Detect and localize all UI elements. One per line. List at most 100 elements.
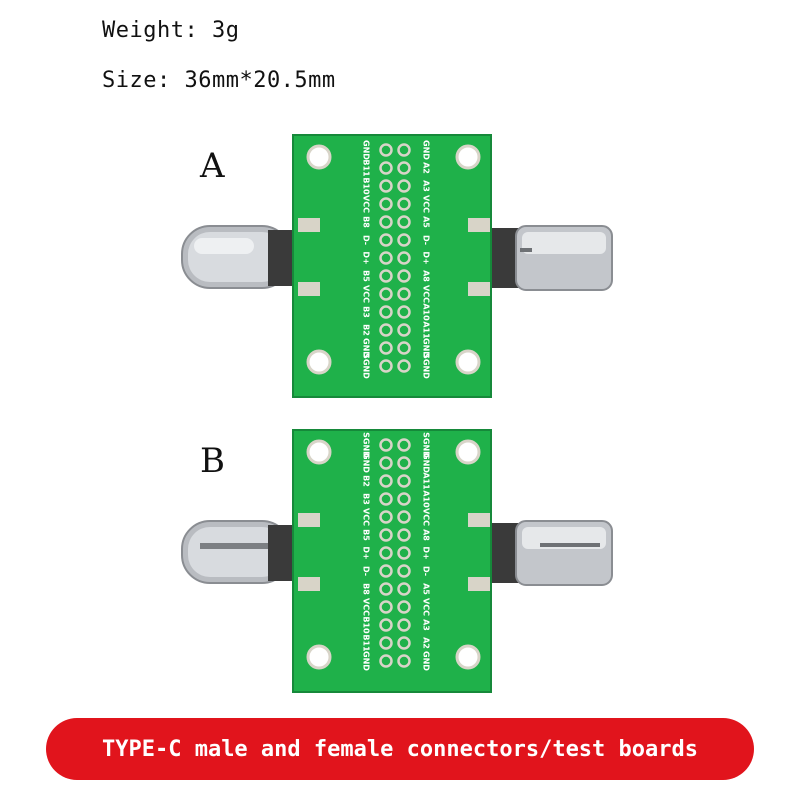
- pin-label: D-: [362, 235, 371, 245]
- solder-pad: [379, 654, 393, 668]
- pin-label: B10: [362, 616, 371, 634]
- female-usb-c-connector: [181, 520, 304, 584]
- solder-pad: [397, 269, 411, 283]
- solder-pad: [379, 546, 393, 560]
- pcb-board: [292, 429, 492, 693]
- size-spec: Size: 36mm*20.5mm: [102, 68, 336, 93]
- pin-label: A11: [422, 321, 431, 339]
- pin-label: SGND: [422, 353, 431, 379]
- solder-pad: [397, 474, 411, 488]
- solder-pad: [379, 233, 393, 247]
- solder-pad: [379, 636, 393, 650]
- solder-pad: [379, 251, 393, 265]
- pin-label: VCC: [422, 195, 431, 213]
- solder-pad: [379, 305, 393, 319]
- pin-label: A2: [422, 162, 431, 174]
- pin-label: VCC: [362, 508, 371, 526]
- pin-label: A10: [422, 490, 431, 508]
- solder-pad: [379, 287, 393, 301]
- pin-label: A10: [422, 303, 431, 321]
- solder-pad: [397, 287, 411, 301]
- pin-label: A5: [422, 583, 431, 595]
- pin-label: B3: [362, 493, 371, 505]
- pin-label: D-: [362, 566, 371, 576]
- solder-pad: [379, 582, 393, 596]
- solder-pad: [379, 323, 393, 337]
- solder-pad: [379, 143, 393, 157]
- pin-label: GND: [362, 140, 371, 160]
- solder-pad: [379, 161, 393, 175]
- pin-label: GND: [362, 338, 371, 358]
- male-usb-c-connector: [478, 225, 613, 291]
- pin-label: B11: [362, 159, 371, 177]
- solder-pad: [397, 143, 411, 157]
- solder-pad: [379, 438, 393, 452]
- pin-label: VCC: [422, 508, 431, 526]
- solder-pad: [397, 510, 411, 524]
- solder-pad: [397, 197, 411, 211]
- pin-label: B10: [362, 177, 371, 195]
- solder-pad: [379, 456, 393, 470]
- banner-text: TYPE-C male and female connectors/test b…: [101, 736, 699, 762]
- solder-pad: [397, 341, 411, 355]
- pin-label: A5: [422, 216, 431, 228]
- pin-label: VCC: [362, 598, 371, 616]
- solder-pad-grid: [379, 143, 411, 373]
- solder-pad: [379, 492, 393, 506]
- pin-label: B5: [362, 270, 371, 282]
- solder-pad: [397, 305, 411, 319]
- title-banner: TYPE-C male and female connectors/test b…: [46, 718, 754, 780]
- variant-label-a: A: [200, 146, 225, 186]
- solder-pad: [379, 528, 393, 542]
- pin-label: B5: [362, 529, 371, 541]
- solder-pad-grid: [379, 438, 411, 668]
- pin-label: B3: [362, 306, 371, 318]
- weight-spec: Weight: 3g: [102, 18, 240, 43]
- pin-label: VCC: [422, 285, 431, 303]
- pin-label: B8: [362, 216, 371, 228]
- pin-label: GND: [362, 453, 371, 473]
- solder-pad: [397, 161, 411, 175]
- pin-label: A3: [422, 619, 431, 631]
- pin-label: GND: [422, 140, 431, 160]
- solder-pad: [379, 269, 393, 283]
- solder-pad: [397, 251, 411, 265]
- solder-pad: [379, 564, 393, 578]
- pin-label: D-: [422, 235, 431, 245]
- pin-label: D+: [362, 546, 371, 559]
- solder-pad: [397, 636, 411, 650]
- pin-label: GND: [422, 651, 431, 671]
- solder-pad: [397, 618, 411, 632]
- female-usb-c-connector: [181, 225, 304, 289]
- variant-label-b: B: [200, 441, 225, 481]
- male-usb-c-connector: [478, 520, 613, 586]
- solder-pad: [397, 438, 411, 452]
- solder-pad: [397, 492, 411, 506]
- solder-pad: [397, 582, 411, 596]
- pin-label: VCC: [362, 195, 371, 213]
- solder-pad: [397, 546, 411, 560]
- solder-pad: [397, 528, 411, 542]
- pin-label: SGND: [422, 432, 431, 458]
- pin-label: A2: [422, 637, 431, 649]
- pin-label: B2: [362, 475, 371, 487]
- solder-pad: [397, 359, 411, 373]
- solder-pad: [379, 510, 393, 524]
- pin-label: B8: [362, 583, 371, 595]
- pin-label: B11: [362, 634, 371, 652]
- pin-label: VCC: [422, 598, 431, 616]
- pin-label: A8: [422, 529, 431, 541]
- solder-pad: [397, 215, 411, 229]
- pin-label: GND: [362, 651, 371, 671]
- pin-label: A3: [422, 180, 431, 192]
- pin-label: GND: [422, 453, 431, 473]
- pcb-board: [292, 134, 492, 398]
- solder-pad: [397, 600, 411, 614]
- solder-pad: [397, 179, 411, 193]
- pin-label: A8: [422, 270, 431, 282]
